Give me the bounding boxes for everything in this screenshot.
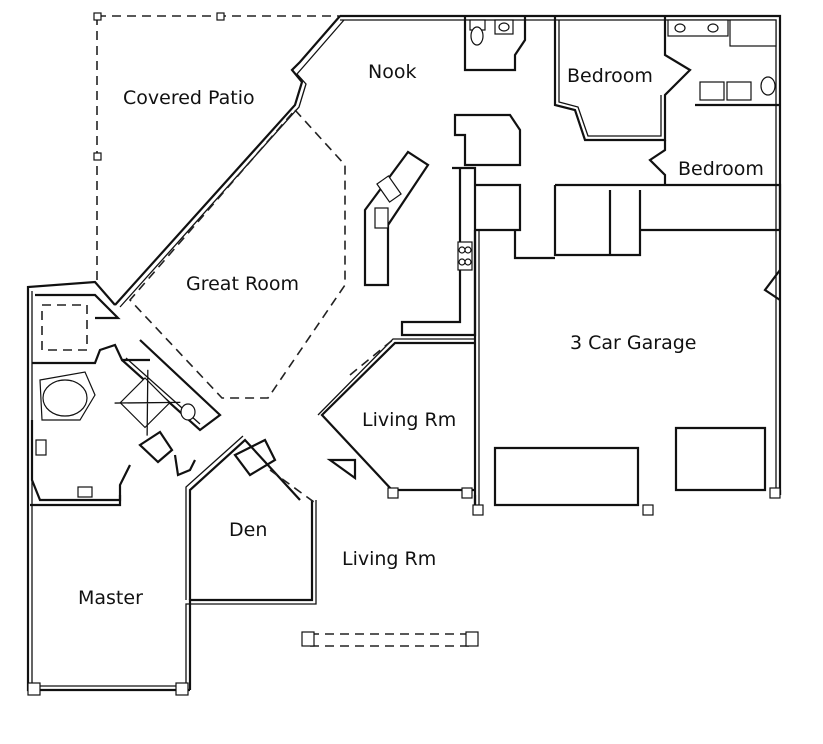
covered-patio-outline	[93, 12, 340, 282]
room-label-living-rm-2: Living Rm	[342, 548, 436, 570]
room-label-garage: 3 Car Garage	[570, 332, 696, 354]
room-label-bedroom-1: Bedroom	[567, 65, 653, 87]
room-label-nook: Nook	[368, 61, 416, 83]
room-label-living-rm-1: Living Rm	[362, 409, 456, 431]
living-den-walls	[185, 337, 475, 600]
corner-posts	[27, 682, 189, 696]
kitchen	[363, 150, 477, 337]
room-label-master: Master	[78, 587, 143, 609]
bedroom-wing-walls	[453, 16, 782, 260]
room-label-great-room: Great Room	[186, 273, 299, 295]
great-room-ceiling-outline	[128, 108, 346, 399]
room-label-den: Den	[229, 519, 267, 541]
master-suite	[30, 293, 222, 507]
front-porch-beam	[301, 631, 479, 647]
bath-fixtures	[469, 19, 777, 101]
room-label-covered-patio: Covered Patio	[123, 87, 255, 109]
room-label-bedroom-2: Bedroom	[678, 158, 764, 180]
garage-walls	[472, 230, 781, 516]
